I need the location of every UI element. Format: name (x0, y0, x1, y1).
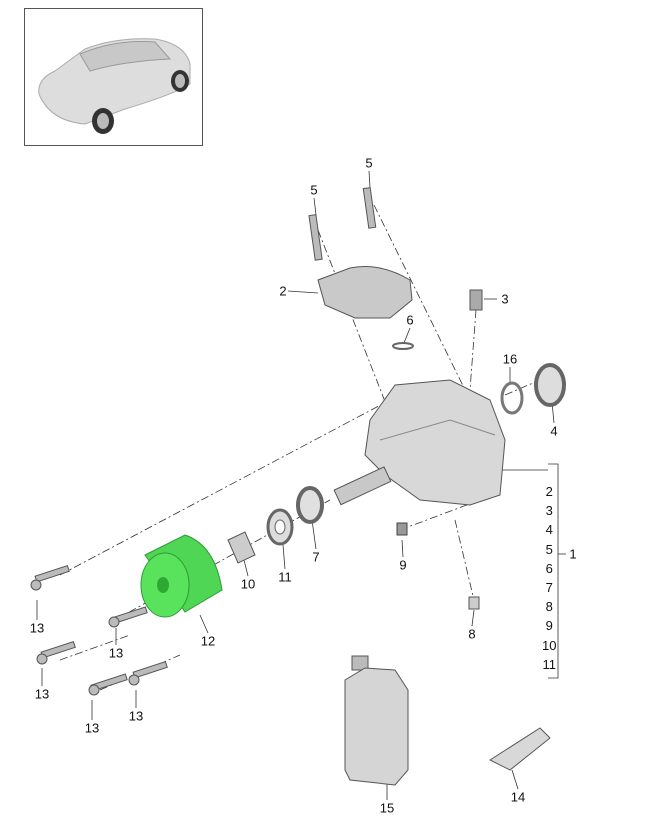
output-shaft (333, 466, 392, 506)
callout-6[interactable]: 6 (406, 312, 414, 328)
ring (500, 381, 524, 415)
sealant-tube (488, 727, 551, 771)
callout-15[interactable]: 15 (379, 800, 395, 816)
car-icon (38, 38, 191, 134)
shaft-seal-7 (296, 486, 324, 524)
oil-bottle (344, 655, 409, 786)
included-part[interactable]: 10 (542, 637, 557, 653)
included-part[interactable]: 9 (545, 618, 553, 634)
callout-10[interactable]: 10 (240, 576, 256, 592)
callout-13[interactable]: 13 (29, 620, 45, 636)
included-part[interactable]: 7 (545, 580, 553, 596)
plug-8 (468, 596, 480, 610)
included-part[interactable]: 4 (545, 522, 553, 538)
callout-13[interactable]: 13 (34, 686, 50, 702)
vibration-damper-highlighted (140, 534, 223, 618)
bolt-5-right (362, 187, 377, 229)
shaft-seal-4 (534, 363, 566, 407)
callout-11[interactable]: 11 (278, 569, 292, 585)
callout-2[interactable]: 2 (279, 283, 287, 299)
bushing (227, 531, 256, 564)
callout-8[interactable]: 8 (468, 626, 476, 642)
callout-9[interactable]: 9 (399, 557, 407, 573)
breather-valve (469, 289, 483, 311)
callout-13[interactable]: 13 (108, 645, 124, 661)
callout-7[interactable]: 7 (312, 549, 320, 565)
callout-16[interactable]: 16 (502, 351, 518, 367)
included-part[interactable]: 2 (545, 484, 553, 499)
callout-3[interactable]: 3 (501, 291, 509, 307)
transfer-case-housing (364, 379, 506, 506)
o-ring (392, 342, 414, 350)
included-part[interactable]: 11 (542, 656, 556, 672)
included-part[interactable]: 8 (545, 599, 553, 615)
callout-14[interactable]: 14 (510, 789, 526, 805)
assembly-includes-list: 2 3 4 5 6 7 8 9 10 11 (542, 482, 556, 674)
bolt-5-left (308, 214, 323, 261)
callout-5[interactable]: 5 (310, 182, 318, 198)
callout-1[interactable]: 1 (569, 546, 577, 562)
callout-13[interactable]: 13 (84, 720, 100, 736)
callout-5[interactable]: 5 (365, 155, 373, 171)
included-part[interactable]: 5 (545, 541, 553, 557)
plug-9 (396, 522, 408, 536)
callout-4[interactable]: 4 (550, 423, 558, 439)
included-part[interactable]: 6 (545, 560, 553, 576)
actuator (317, 266, 413, 319)
leader-lines (36, 170, 566, 800)
callout-12[interactable]: 12 (200, 633, 216, 649)
included-part[interactable]: 3 (545, 503, 553, 519)
bolts-13 (30, 565, 168, 696)
vehicle-thumbnail (24, 8, 203, 146)
callout-13[interactable]: 13 (128, 708, 144, 724)
